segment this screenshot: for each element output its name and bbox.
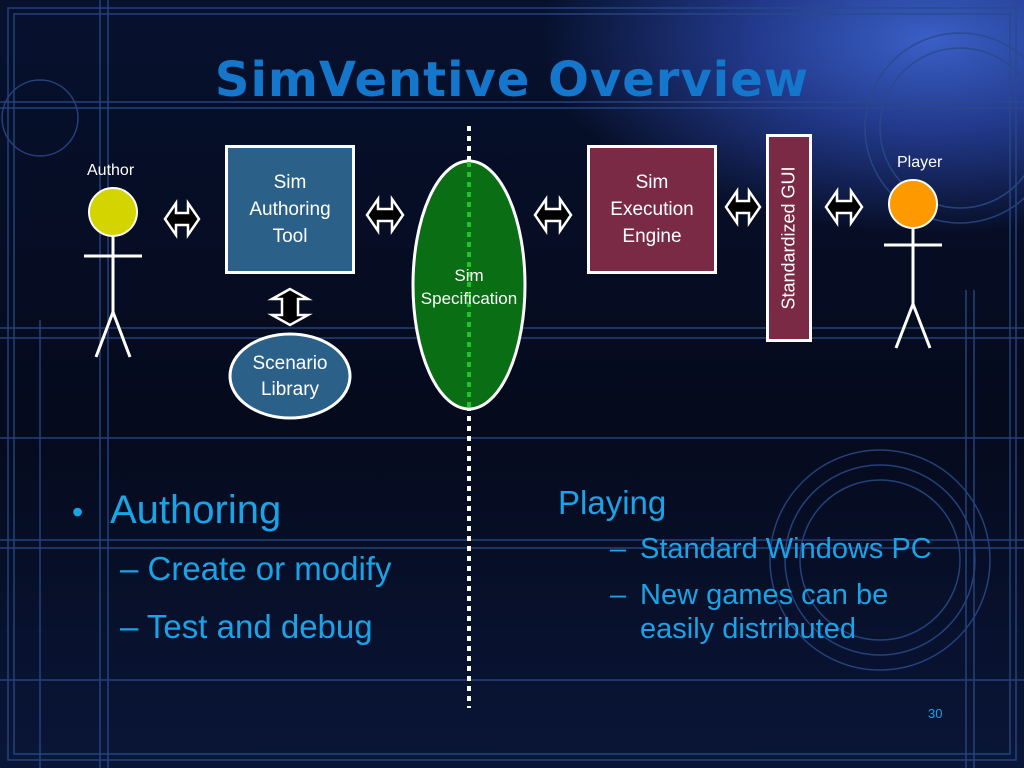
list-item: – New games can be easily distributed — [558, 578, 970, 646]
player-head — [888, 179, 938, 229]
playing-list: Playing – Standard Windows PC – New game… — [558, 484, 970, 658]
standardized-gui-box: Standardized GUI — [766, 134, 812, 342]
sim-specification-label: Sim Specification — [420, 266, 518, 308]
authoring-heading-row: • Authoring — [72, 488, 391, 540]
double-arrow-icon — [533, 194, 573, 236]
list-item-text: Standard Windows PC — [640, 533, 932, 565]
scenario-library-ellipse — [228, 332, 352, 420]
sim-execution-engine-box: Sim Execution Engine — [587, 145, 717, 274]
double-arrow-icon — [824, 186, 864, 228]
list-item: – Test and debug — [120, 608, 373, 645]
dash-marker: – — [610, 533, 627, 565]
dash-marker: – — [610, 579, 627, 611]
sim-authoring-tool-box: Sim Authoring Tool — [225, 145, 355, 274]
author-head — [88, 187, 138, 237]
double-arrow-icon — [724, 186, 762, 228]
player-figure — [884, 179, 942, 349]
double-arrow-icon — [163, 198, 201, 240]
vertical-double-arrow-icon — [267, 287, 313, 327]
double-arrow-icon — [365, 194, 405, 236]
authoring-list: • Authoring – Create or modify – Test an… — [72, 488, 391, 656]
list-item-text: New games can be easily distributed — [640, 579, 889, 645]
author-figure — [84, 187, 142, 358]
list-item: – Standard Windows PC — [558, 532, 970, 566]
authoring-heading: Authoring — [110, 488, 282, 532]
playing-heading: Playing — [558, 484, 667, 521]
scenario-library-label: Scenario Library — [252, 353, 328, 400]
list-item: – Create or modify — [120, 550, 392, 587]
author-label: Author — [87, 162, 135, 179]
page-number: 30 — [928, 706, 943, 721]
standardized-gui-label: Standardized GUI — [778, 166, 799, 310]
player-label: Player — [897, 154, 943, 171]
bullet-icon: • — [72, 494, 84, 530]
slide-title: SimVentive Overview — [214, 52, 810, 108]
